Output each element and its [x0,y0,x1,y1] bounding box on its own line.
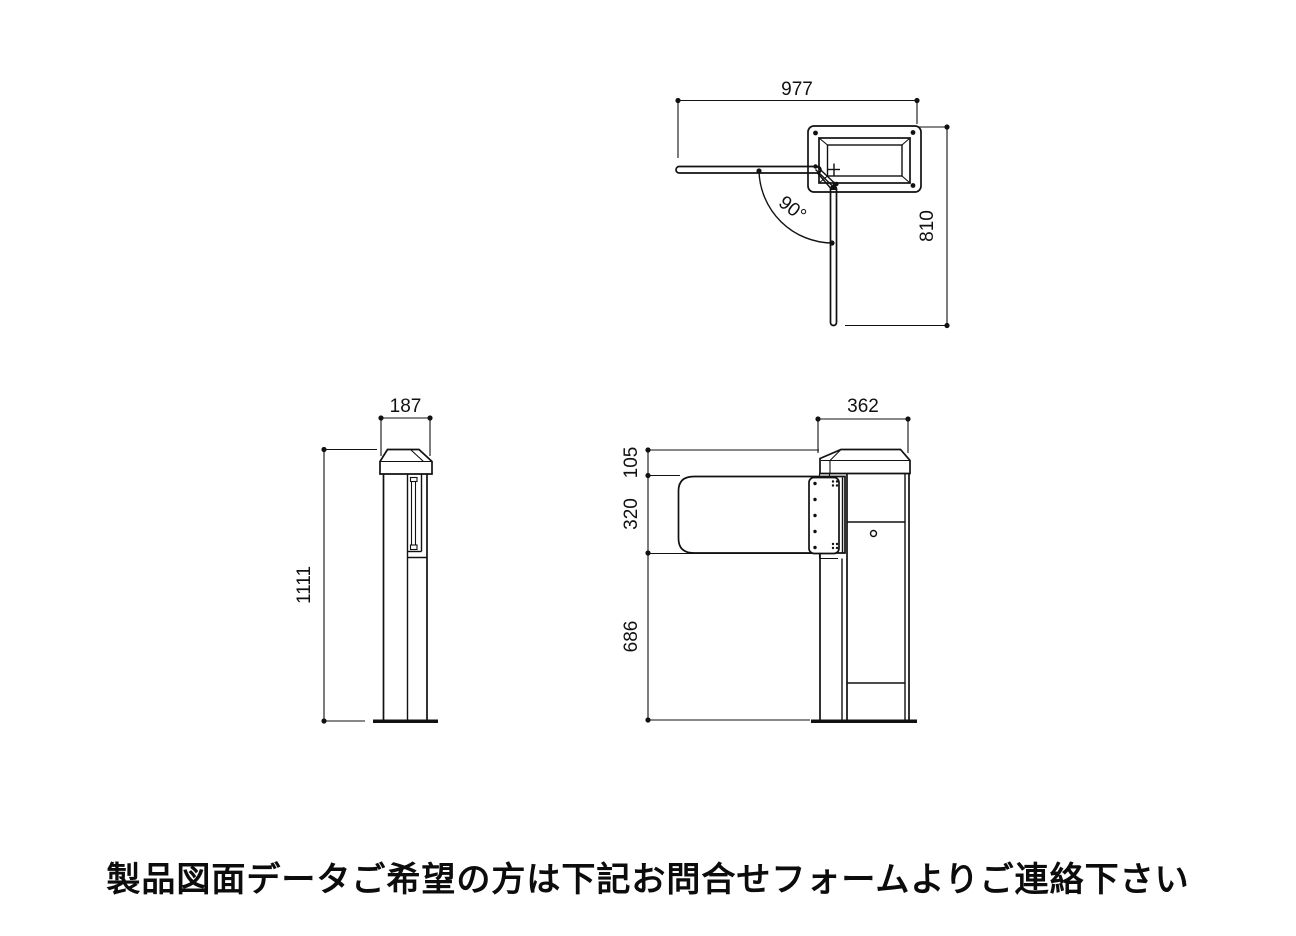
side-view-body [373,474,438,724]
lock-hole [869,529,878,538]
front-view-body [811,474,917,724]
flap-edge [409,476,418,551]
front-view: 362 105 320 686 [621,396,917,724]
flap-wing [677,475,846,554]
side-view-dim-width: 187 [378,396,433,456]
dim-label-810: 810 [917,210,938,242]
side-view-dim-height: 1111 [294,446,377,724]
side-view-cap [379,448,433,475]
top-view-dim-width: 977 [675,79,920,158]
dim-label-686: 686 [621,621,642,653]
dim-label-187: 187 [390,396,422,417]
screw-dot [910,130,916,135]
flap-arm-open [675,165,822,174]
dim-label-977: 977 [781,79,813,100]
dim-label-362: 362 [847,396,879,417]
top-view-dim-height: 810 [845,124,950,329]
footer-note: 製品図面データご希望の方は下記お問合せフォームよりご連絡下さい [106,861,1190,899]
hinge-bracket [808,473,840,560]
top-view-housing [807,125,922,193]
dim-label-105: 105 [621,447,642,479]
dim-label-1111: 1111 [294,566,315,604]
front-view-dim-column: 105 320 686 [621,447,820,723]
top-view: 977 [675,79,950,329]
screw-dot [813,130,818,136]
front-view-cap [819,448,911,475]
screw-dot [910,183,916,188]
front-view-dim-width: 362 [815,396,911,453]
dim-label-320: 320 [621,498,642,530]
flap-arm-closed [829,185,838,327]
side-view: 187 1111 [294,396,438,724]
pivot-cross [828,163,840,176]
